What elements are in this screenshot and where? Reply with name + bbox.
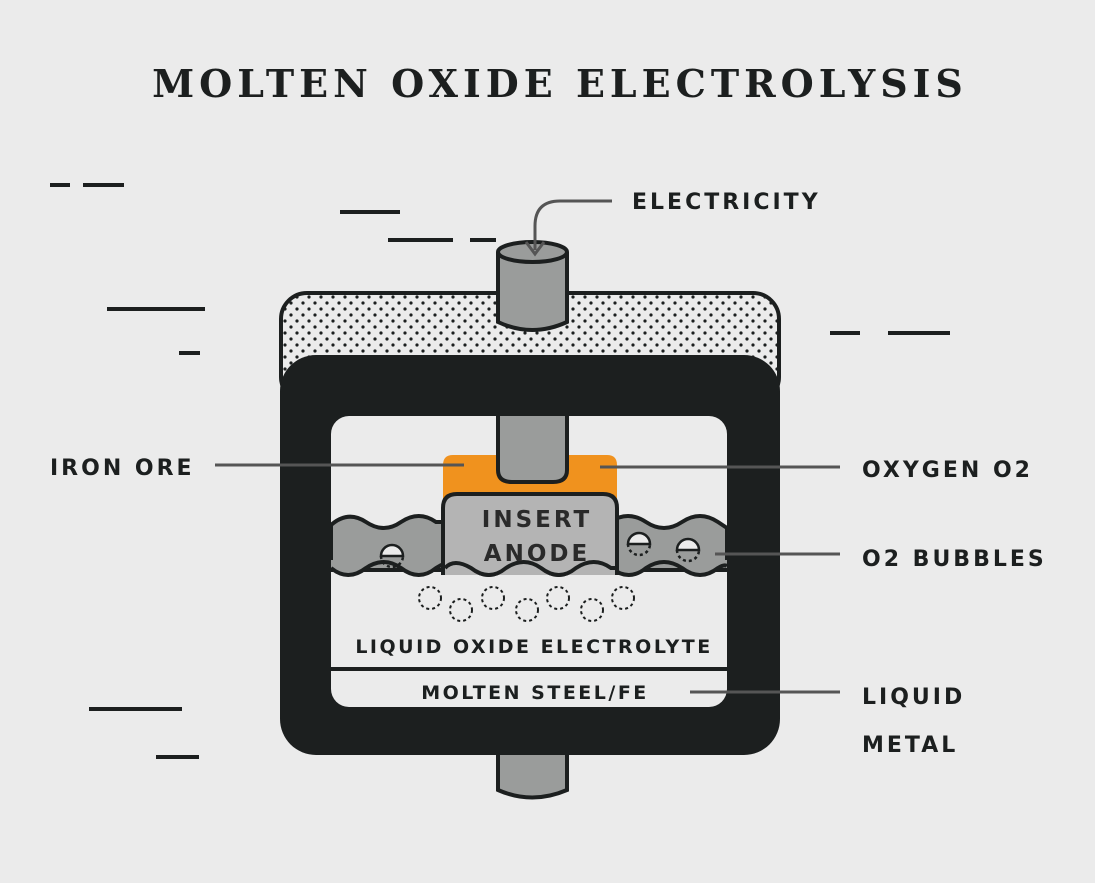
electricity-label: ELECTRICITY bbox=[632, 190, 821, 215]
iron-ore-label: IRON ORE bbox=[50, 456, 195, 481]
oxygen-bubble-icons bbox=[379, 531, 701, 569]
electrolyte-label: LIQUID OXIDE ELECTROLYTE bbox=[355, 636, 712, 658]
diagram-title: MOLTEN OXIDE ELECTROLYSIS bbox=[152, 61, 968, 106]
bubbles-label: O2 BUBBLES bbox=[862, 547, 1047, 572]
insert-anode bbox=[441, 492, 619, 575]
steel-label: MOLTEN STEEL/FE bbox=[421, 682, 649, 704]
anode-label-line2: ANODE bbox=[484, 541, 590, 567]
decorative-dashes bbox=[50, 183, 950, 759]
slag-layer bbox=[331, 514, 727, 572]
liquid-metal-label-line1: LIQUID bbox=[862, 685, 965, 710]
callout-lines bbox=[215, 199, 840, 694]
anode-label-line1: INSERT bbox=[482, 507, 592, 533]
liquid-metal-label-line2: METAL bbox=[862, 733, 958, 758]
oxygen-label: OXYGEN O2 bbox=[862, 458, 1033, 483]
top-electrode bbox=[496, 240, 569, 332]
rising-bubbles bbox=[418, 586, 635, 622]
